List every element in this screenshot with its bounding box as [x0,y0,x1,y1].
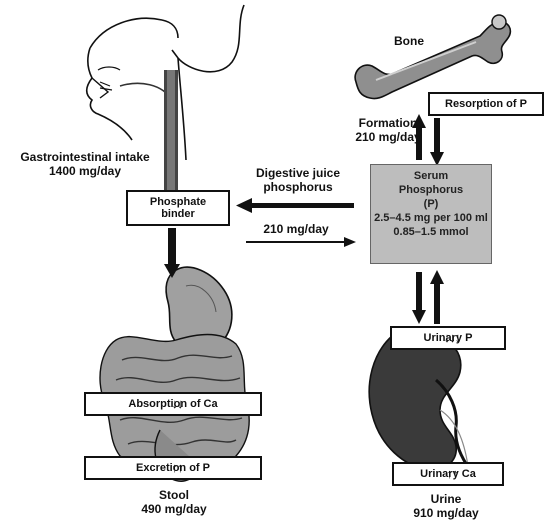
digestive-juice-arrowhead [236,198,252,213]
excretion-p-arrows: ↑↑ [172,462,183,474]
digestive-juice-title: Digestive juice [248,166,348,180]
serum-title: Serum [371,169,491,183]
absorption-flow-arrow-shaft [246,241,346,243]
urinary-ca-box: Urinary Ca ↑↑ [392,462,504,486]
phosphate-binder-box: Phosphate binder [126,190,230,226]
digestive-juice-subtitle: phosphorus [248,180,348,194]
urine-label: Urine 910 mg/day [396,492,496,520]
serum-range-mg: 2.5–4.5 mg per 100 ml [371,211,491,225]
stool-label: Stool 490 mg/day [124,488,224,516]
serum-subtitle: Phosphorus [371,183,491,197]
serum-phosphorus-box: Serum Phosphorus (P) 2.5–4.5 mg per 100 … [370,164,492,264]
gi-intake-title: Gastrointestinal intake [2,150,168,164]
urine-title: Urine [396,492,496,506]
kidney-illustration [369,330,470,470]
formation-label: Formation 210 mg/day [350,116,426,144]
kidney-up-arrowhead [430,270,444,284]
serum-range-mmol: 0.85–1.5 mmol [371,225,491,239]
digestive-juice-arrow-shaft [250,203,354,208]
absorption-ca-box: Absorption of Ca ↓↓ [84,392,262,416]
kidney-up-arrow-shaft [434,282,440,324]
resorption-down-arrow-shaft [434,118,440,154]
absorption-ca-arrows: ↓↓ [172,398,183,410]
kidney-down-arrow-shaft [416,272,422,312]
stool-rate: 490 mg/day [124,502,224,516]
gi-intake-label: Gastrointestinal intake 1400 mg/day [2,150,168,178]
resorption-label: Resorption of P [445,98,527,110]
bone-label: Bone [394,34,424,48]
digestive-juice-label: Digestive juice phosphorus [248,166,348,194]
urinary-p-box: Urinary P ↓↓↓ [390,326,506,350]
urine-rate: 910 mg/day [396,506,496,520]
absorption-flow-arrowhead [344,237,356,247]
resorption-box: Resorption of P [428,92,544,116]
urinary-p-arrows: ↓↓↓ [444,332,461,344]
bone-illustration [355,15,510,99]
formation-label-rate: 210 mg/day [350,130,426,144]
phosphate-binder-line2: binder [161,208,195,220]
gi-intake-rate: 1400 mg/day [2,164,168,178]
flow-210-label: 210 mg/day [256,222,336,236]
urinary-ca-arrows: ↑↑ [447,468,458,480]
serum-symbol: (P) [371,197,491,211]
formation-label-title: Formation [350,116,426,130]
intake-down-arrow-shaft [168,228,176,266]
phosphate-binder-line1: Phosphate [150,196,206,208]
kidney-down-arrowhead [412,310,426,324]
excretion-p-box: Excretion of P ↑↑ [84,456,262,480]
stool-title: Stool [124,488,224,502]
